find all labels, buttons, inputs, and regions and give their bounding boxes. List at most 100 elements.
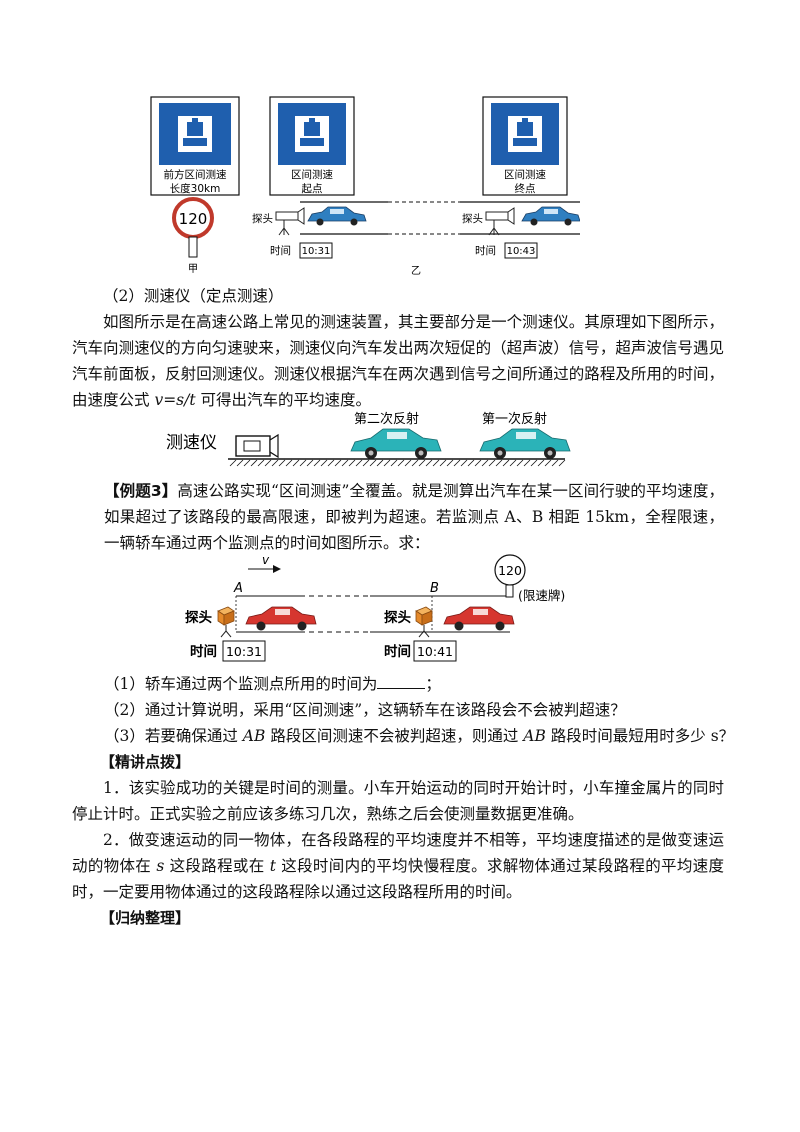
first-reflection-label: 第一次反射 — [482, 411, 547, 427]
sign-start-line2: 起点 — [302, 183, 323, 195]
time-label-b: 时间 — [384, 643, 411, 660]
hatch-line — [355, 459, 363, 467]
car-icon — [245, 606, 317, 631]
velocity-label: v — [262, 553, 270, 567]
figure-interval-speed-signs: 前方区间测速 长度30km 120 甲 区间测速 起点 区间测速 终点 探头 探… — [150, 96, 580, 277]
question-1-text: （1）轿车通过两个监测点所用的时间为 — [104, 675, 378, 693]
car-icon — [521, 206, 580, 226]
hatch-line — [341, 459, 349, 467]
question-2: （2）通过计算说明，采用“区间测速”，这辆轿车在该路段会不会被判超速？ — [104, 701, 626, 719]
hatch-line — [390, 459, 398, 467]
hatch-line — [306, 459, 314, 467]
time-label-end: 时间 — [475, 244, 496, 257]
car-icon — [443, 606, 515, 631]
hatch-line — [229, 459, 237, 467]
sign-jia-line2: 长度30km — [170, 182, 221, 195]
time-a-value: 10:31 — [226, 644, 262, 659]
hatch-line — [453, 459, 461, 467]
hatch-line — [474, 459, 482, 467]
question-3: （3）若要确保通过 AB 路段区间测速不会被判超速，则通过 AB 路段时间最短用… — [104, 723, 756, 749]
section2-text-b: 可得出汽车的平均速度。 — [195, 391, 372, 409]
point-b-label: B — [430, 581, 439, 596]
camera-icon — [508, 116, 542, 152]
segment-ab: AB — [242, 727, 266, 745]
probe-icon — [485, 207, 515, 236]
hatch-line — [411, 459, 419, 467]
hatch-line — [425, 459, 433, 467]
guide-point-2-text-a: 2．做变速运动的同一物体，在各段路程的平均速度并不相等，平均速度描述的是做变速运… — [72, 831, 724, 875]
hatch-line — [348, 459, 356, 467]
hatch-line — [558, 459, 566, 467]
hatch-line — [404, 459, 412, 467]
guide-point-2-text-b: 这段路程或在 — [164, 857, 270, 875]
hatch-line — [432, 459, 440, 467]
question-3-text-c: 路段时间最短用时多少 s？ — [545, 727, 735, 745]
time-label-start: 时间 — [270, 244, 291, 257]
car-icon — [479, 428, 571, 460]
hatch-line — [334, 459, 342, 467]
hatch-line — [264, 459, 272, 467]
ground-hatching — [229, 459, 566, 467]
section2-heading: （2）测速仪（定点测速） — [103, 287, 284, 305]
guide-heading: 【精讲点拨】 — [100, 753, 191, 771]
second-reflection-label: 第二次反射 — [354, 411, 419, 427]
hatch-line — [299, 459, 307, 467]
radar-device-icon — [235, 435, 271, 457]
sign-end-line2: 终点 — [515, 182, 536, 195]
symbol-t: t — [269, 857, 277, 875]
speed-limit-value: 120 — [179, 210, 208, 228]
hatch-line — [537, 459, 545, 467]
car-icon — [350, 428, 442, 460]
hatch-line — [362, 459, 370, 467]
sign-jia-line1: 前方区间测速 — [164, 168, 227, 181]
example3-paragraph: 【例题3】高速公路实现“区间测速”全覆盖。就是测算出汽车在某一区间行驶的平均速度… — [104, 478, 724, 556]
probe-icon — [275, 207, 305, 236]
question-3-text-a: （3）若要确保通过 — [104, 727, 243, 745]
car-icon — [307, 206, 367, 226]
section2-paragraph: 如图所示是在高速公路上常见的测速装置，其主要部分是一个测速仪。其原理如下图所示，… — [72, 309, 724, 413]
camera-icon — [295, 116, 329, 152]
example3-text: 高速公路实现“区间测速”全覆盖。就是测算出汽车在某一区间行驶的平均速度，如果超过… — [104, 482, 724, 552]
time-start-value: 10:31 — [302, 246, 331, 257]
hatch-line — [418, 459, 426, 467]
figure-speed-radar: 测速仪 第二次反射 第一次反射 — [166, 411, 571, 467]
question-1: （1）轿车通过两个监测点所用的时间为 ； — [104, 671, 756, 697]
hatch-line — [544, 459, 552, 467]
speed-formula: v=s/t — [154, 391, 196, 409]
hatch-line — [488, 459, 496, 467]
camera-icon — [178, 116, 212, 152]
probe-label-b: 探头 — [384, 609, 411, 626]
time-label-a: 时间 — [190, 643, 217, 660]
hatch-line — [236, 459, 244, 467]
sign-end-line1: 区间测速 — [504, 168, 546, 181]
hatch-line — [383, 459, 391, 467]
hatch-line — [530, 459, 538, 467]
guide-point-1: 1．该实验成功的关键是时间的测量。小车开始运动的同时开始计时，小车撞金属片的同时… — [72, 779, 724, 823]
hatch-line — [502, 459, 510, 467]
hatch-line — [509, 459, 517, 467]
limit-sign-label: (限速牌) — [518, 588, 565, 603]
hatch-line — [292, 459, 300, 467]
hatch-line — [397, 459, 405, 467]
hatch-line — [271, 459, 279, 467]
probe-label-start: 探头 — [252, 212, 273, 225]
hatch-line — [327, 459, 335, 467]
hatch-line — [320, 459, 328, 467]
question-3-text-b: 路段区间测速不会被判超速，则通过 — [265, 727, 524, 745]
hatch-line — [516, 459, 524, 467]
label-jia: 甲 — [188, 264, 198, 275]
time-end-value: 10:43 — [507, 246, 536, 257]
guide-point-2-text-c: 这段时间内的平均快慢程度。求解物体通过某段路程的平均速度时，一定要用物体通过的这… — [72, 857, 725, 901]
probe-icon — [217, 606, 235, 638]
time-b-value: 10:41 — [417, 644, 453, 659]
question-1-end: ； — [425, 675, 441, 693]
hatch-line — [495, 459, 503, 467]
hatch-line — [551, 459, 559, 467]
answer-blank[interactable] — [377, 675, 426, 689]
hatch-line — [278, 459, 286, 467]
device-label: 测速仪 — [166, 433, 217, 453]
limit-sign-value: 120 — [498, 563, 522, 578]
label-yi: 乙 — [411, 265, 421, 277]
hatch-line — [467, 459, 475, 467]
example3-tag: 【例题3】 — [104, 482, 178, 500]
